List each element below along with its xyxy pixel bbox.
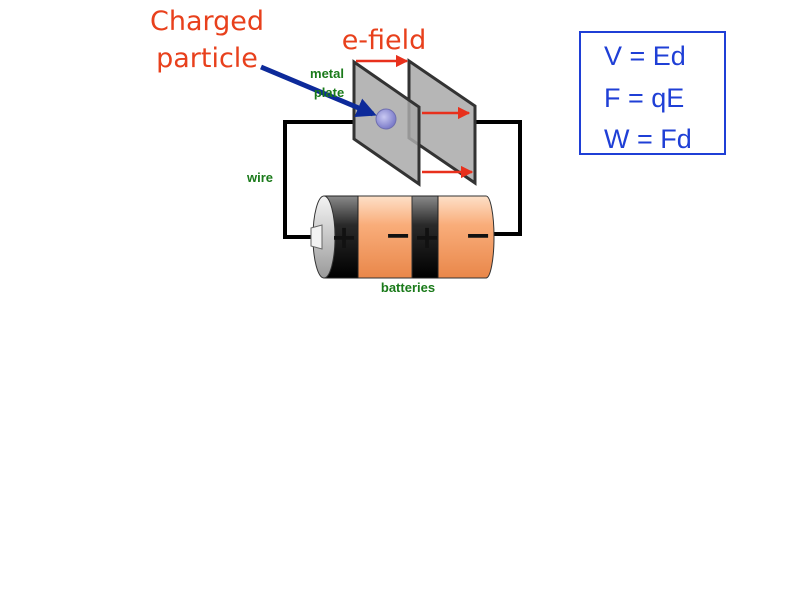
batteries: + − + − — [310, 195, 495, 279]
battery-right-band — [407, 195, 439, 279]
charged-particle-label-line2: particle — [156, 43, 258, 74]
equations-box: V = Ed F = qE W = Fd — [579, 31, 726, 155]
circuit-wire — [283, 120, 522, 239]
efield-label: e-field — [342, 25, 427, 56]
metal-plate-label-line2: plate — [314, 85, 344, 100]
wire-label: wire — [246, 170, 273, 185]
equation-work: W = Fd — [604, 124, 692, 154]
charged-particle-label-line1: Charged — [150, 6, 264, 37]
battery-right-minus-sign: − — [465, 216, 492, 254]
particle-pointer-arrow — [260, 64, 377, 118]
battery-left-minus-sign: − — [385, 216, 412, 254]
equation-force: F = qE — [604, 83, 684, 113]
equation-voltage: V = Ed — [604, 41, 686, 71]
battery-terminal-icon — [310, 224, 323, 250]
battery-left-plus-sign: + — [331, 218, 358, 256]
equations-box-border — [579, 31, 726, 155]
charged-particle — [375, 108, 397, 130]
battery-right — [423, 195, 495, 279]
batteries-label: batteries — [381, 280, 435, 295]
battery-right-plus-sign: + — [414, 218, 441, 256]
metal-plate-label-line1: metal — [310, 66, 344, 81]
